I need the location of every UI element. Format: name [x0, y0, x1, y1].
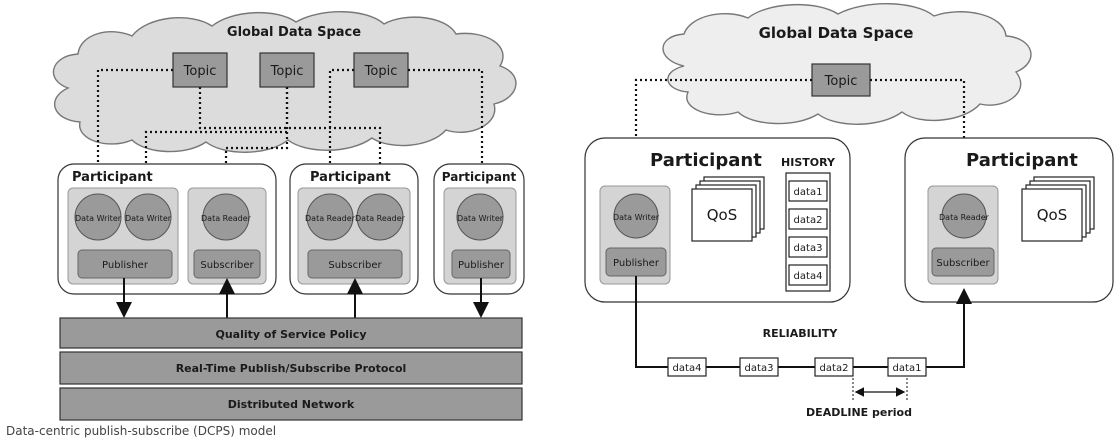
right-history-item-3-label: data3	[794, 243, 823, 254]
left-p1-writer-1	[74, 193, 122, 241]
left-layer-qos	[59, 317, 523, 349]
right-history-item-1	[788, 180, 828, 202]
right-history-title: HISTORY	[781, 156, 836, 169]
left-layer-arrows	[116, 278, 489, 318]
left-participant-1-label: Participant	[72, 170, 153, 185]
right-qos-left-label: QoS	[707, 206, 738, 224]
left-p1-subscriber-label: Subscriber	[200, 260, 254, 271]
left-layer-network	[59, 387, 523, 421]
right-data-reader	[941, 193, 987, 239]
right-reliability-label: RELIABILITY	[763, 327, 839, 340]
right-publisher-label: Publisher	[613, 258, 660, 269]
right-stream-item-1-label: data4	[673, 363, 702, 374]
right-data-writer-label: Data Writer	[613, 213, 660, 222]
right-history-item-4	[788, 264, 828, 286]
right-subscriber-label: Subscriber	[936, 258, 990, 269]
left-layer-qos-label: Quality of Service Policy	[216, 328, 367, 341]
right-stream-item-3	[814, 357, 854, 377]
right-topic-label: Topic	[824, 74, 858, 89]
left-layer-network-label: Distributed Network	[228, 398, 355, 411]
left-layer-rtps	[59, 351, 523, 385]
right-data-writer	[613, 193, 659, 239]
right-global-data-space: Global Data Space	[759, 24, 914, 42]
right-stream-item-2-label: data3	[745, 363, 774, 374]
left-p2-reader-2-label: Data Reader	[355, 214, 406, 223]
right-deadline-label: DEADLINE period	[806, 406, 912, 419]
left-topic-connections	[96, 68, 484, 190]
right-history-item-3	[788, 236, 828, 258]
dcps-diagram: Global Data Space Topic Topic Topic Part…	[52, 3, 1114, 421]
figure-caption: Data-centric publish-subscribe (DCPS) mo…	[6, 424, 277, 438]
right-stream-item-4-label: data1	[893, 363, 922, 374]
right-subscriber	[931, 247, 995, 277]
left-p2-subscriber-label: Subscriber	[328, 260, 382, 271]
left-p3-publisher-label: Publisher	[458, 260, 505, 271]
left-p1-publisher-label: Publisher	[102, 260, 149, 271]
right-topic-box	[811, 63, 871, 97]
right-participant-right-label: Participant	[966, 150, 1078, 171]
right-qos-doc-left	[691, 176, 765, 242]
left-topic-label-1: Topic	[183, 64, 217, 79]
left-p1-writer-2-label: Data Writer	[125, 214, 172, 223]
left-participant-3-label: Participant	[442, 170, 517, 184]
left-p1-writer-2	[124, 193, 172, 241]
right-participant-left-label: Participant	[650, 150, 762, 171]
right-data-stream	[635, 276, 972, 368]
right-diagram: Global Data Space Topic Participant Data…	[584, 3, 1114, 419]
left-topic-box-1	[172, 52, 228, 88]
left-p1-reader	[202, 193, 250, 241]
right-data-reader-label: Data Reader	[939, 213, 990, 222]
left-participant-2-label: Participant	[310, 170, 391, 185]
right-stream-item-2	[739, 357, 779, 377]
left-p3-writer-label: Data Writer	[457, 214, 504, 223]
right-deadline-marker	[852, 378, 908, 402]
right-history-item-2-label: data2	[794, 215, 823, 226]
left-p2-reader-2	[356, 193, 404, 241]
left-topic-label-2: Topic	[270, 64, 304, 79]
right-stream-item-4	[887, 357, 927, 377]
right-stream-item-3-label: data2	[820, 363, 849, 374]
left-p2-reader-1-label: Data Reader	[305, 214, 356, 223]
left-p1-reader-label: Data Reader	[201, 214, 252, 223]
left-p3-writer	[456, 193, 504, 241]
right-history-item-2	[788, 208, 828, 230]
left-diagram: Global Data Space Topic Topic Topic Part…	[52, 11, 525, 421]
left-layer-rtps-label: Real-Time Publish/Subscribe Protocol	[176, 362, 407, 375]
left-topic-box-3	[353, 52, 409, 88]
left-p1-writer-1-label: Data Writer	[75, 214, 122, 223]
right-history-item-4-label: data4	[794, 271, 823, 282]
right-stream-item-1	[667, 357, 707, 377]
right-history-item-1-label: data1	[794, 187, 823, 198]
right-qos-right-label: QoS	[1037, 206, 1068, 224]
left-global-data-space: Global Data Space	[227, 25, 361, 40]
left-p2-reader-1	[306, 193, 354, 241]
left-topic-label-3: Topic	[364, 64, 398, 79]
right-qos-doc-right	[1021, 176, 1095, 242]
